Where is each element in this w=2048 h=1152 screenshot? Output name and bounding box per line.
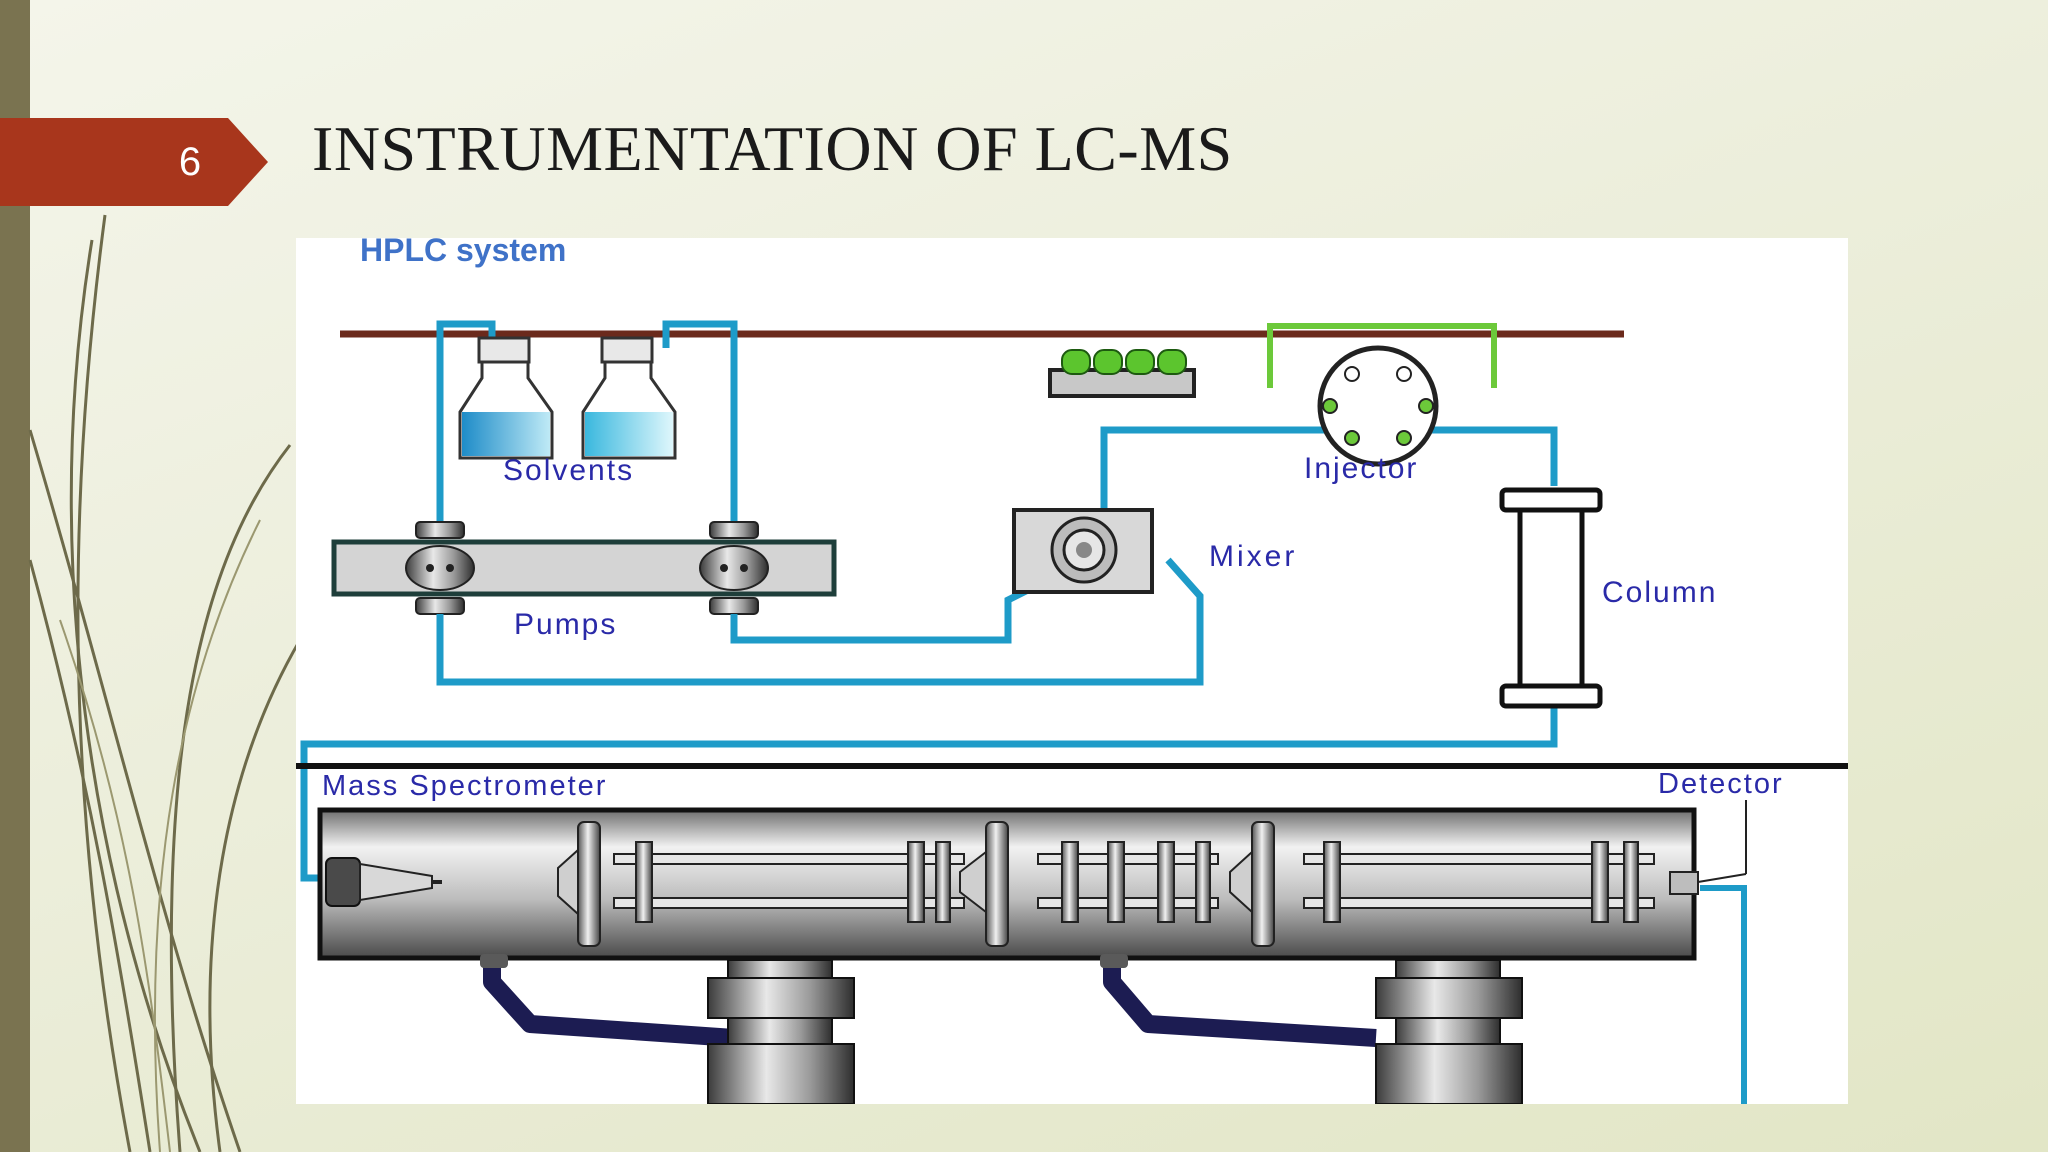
solvent-bottle-left <box>458 336 554 460</box>
lcms-schematic <box>296 320 1848 1104</box>
mass-spectrometer-body <box>317 807 1699 961</box>
injector-label: Injector <box>1304 452 1419 485</box>
column-unit <box>1499 487 1603 709</box>
mixer-label: Mixer <box>1209 540 1298 573</box>
slide-number-tab <box>0 118 268 206</box>
hplc-system-label: HPLC system <box>360 238 567 268</box>
decorative-grass-lines <box>28 214 302 1152</box>
pumps-label: Pumps <box>514 608 618 641</box>
pump-unit <box>331 521 837 615</box>
solvents-label: Solvents <box>503 454 635 487</box>
slide-title: INSTRUMENTATION OF LC-MS <box>312 113 1233 184</box>
solvent-lines <box>436 320 738 528</box>
slide-number: 6 <box>178 140 202 184</box>
mass-spectrometer-label: Mass Spectrometer <box>322 770 608 802</box>
column-label: Column <box>1602 576 1718 609</box>
lcms-diagram: HPLC system Solvents Pumps Mixer Injecto… <box>296 238 1848 1104</box>
turbo-pump-left <box>707 959 855 1104</box>
autosampler-tray <box>1048 349 1196 398</box>
solvent-bottle-right <box>581 336 677 460</box>
detector-label: Detector <box>1658 768 1784 800</box>
mixer-unit <box>1012 508 1154 594</box>
injector-unit <box>1267 323 1497 467</box>
turbo-pump-right <box>1375 959 1523 1104</box>
